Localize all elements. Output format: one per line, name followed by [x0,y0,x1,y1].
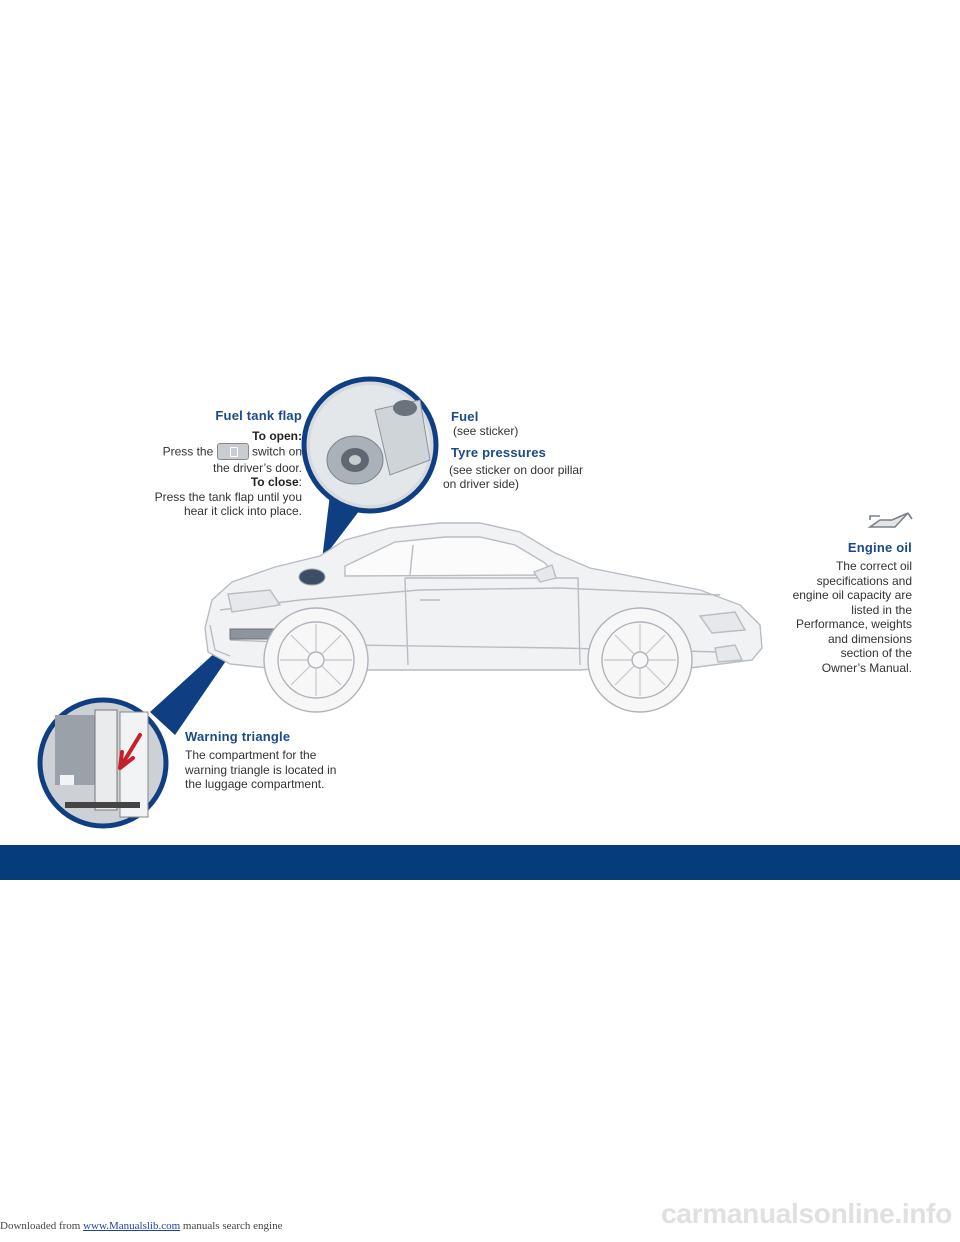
warning-triangle-heading: Warning triangle [185,729,291,744]
engine-oil-section: Engine oil The correct oil specification… [760,512,912,675]
fuel-text: (see sticker) [453,424,519,438]
to-open-label: To open [252,429,298,443]
warning-triangle-section: Warning triangle The compartment for the… [185,729,385,792]
fuel-flap-closeup [301,376,439,514]
car-illustration [37,376,913,829]
fuel-flap-switch-icon [216,442,249,460]
tyre-pressures-heading: Tyre pressures [451,444,547,460]
oil-can-icon [867,512,913,528]
triangle-callout-wedge [150,650,230,735]
fuel-tank-flap-heading: Fuel tank flap [215,408,302,423]
download-footer: Downloaded from www.Manualslib.com manua… [0,1220,283,1232]
warning-triangle-closeup [37,697,169,829]
fuel-tank-flap-section: Fuel tank flap To open: Press the switch… [120,408,302,519]
red-arrow-icon [118,733,142,770]
to-close-label: To close [250,475,299,489]
engine-oil-heading: Engine oil [847,540,912,555]
fuel-section: Fuel (see sticker) Tyre pressures (see s… [443,409,623,492]
warning-triangle-text: The compartment for the warning triangle… [185,748,337,791]
manualslib-link[interactable]: www.Manualslib.com [83,1220,181,1232]
watermark: carmanualsonline.info [661,1198,952,1229]
fuel-heading: Fuel [451,409,479,424]
blue-footer-band [0,845,960,880]
engine-oil-text: The correct oil specifications and engin… [792,559,912,675]
